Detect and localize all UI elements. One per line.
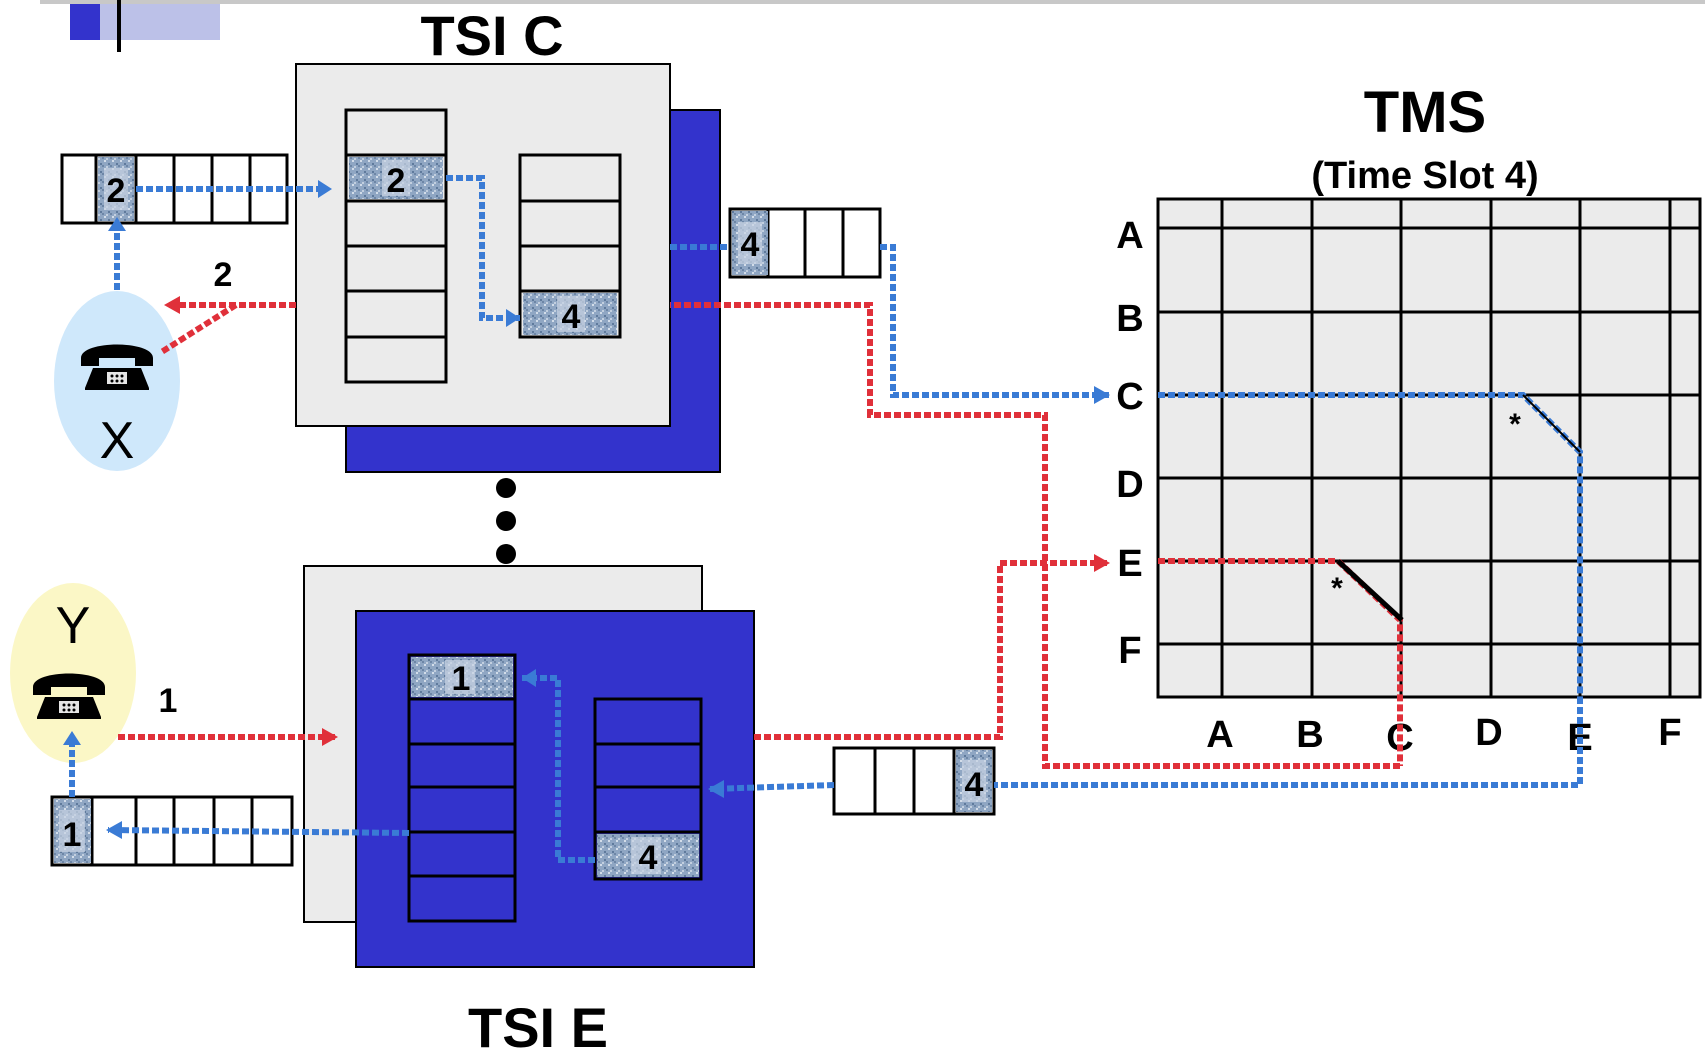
blue-path-tsi-e-internal: [522, 675, 595, 863]
tsi-c-input-memory: [344, 108, 448, 384]
phone-x-frame-slot-label: 2: [107, 172, 126, 210]
tsi-c-output-frame: [728, 207, 882, 279]
phone-x-slot-label: 2: [214, 256, 233, 294]
tms-row-label-d: D: [1116, 464, 1143, 506]
tms-row-label-f: F: [1118, 630, 1141, 672]
telephone-icon: [33, 673, 105, 719]
red-path-tms-to-tsi-c: [670, 302, 1400, 769]
tsi-c-input-slot-label: 2: [387, 162, 406, 200]
tms-row-label-e: E: [1117, 543, 1142, 585]
tsi-e-input-frame: [832, 746, 996, 816]
tms-row-label-c: C: [1116, 376, 1143, 418]
phone-x-name: X: [100, 412, 135, 470]
tms-row-label-a: A: [1116, 215, 1143, 257]
tsi-e-title: TSI E: [468, 996, 608, 1053]
phone-x: X: [54, 291, 180, 471]
phone-y-name: Y: [56, 597, 91, 655]
tsi-e-input-memory: [407, 653, 517, 923]
tms-crosspoint-ce-marker: *: [1509, 408, 1521, 441]
tms-switch-grid: [1156, 197, 1702, 699]
tms-col-label-a: A: [1206, 714, 1233, 756]
tms-col-label-b: B: [1296, 714, 1323, 756]
tsi-c-title: TSI C: [420, 4, 563, 67]
slide-corner-decoration: [40, 0, 1705, 52]
phone-y: Y: [10, 583, 136, 763]
tms-subtitle: (Time Slot 4): [1311, 155, 1538, 197]
tms-crosspoint-ec-accent: [1336, 559, 1404, 622]
red-path-tsi-c-to-x: [158, 302, 296, 356]
blue-path-tsi-e-out: [107, 827, 410, 836]
tsi-c-output-memory: [518, 153, 622, 339]
tsi-e-output-slot-label: 4: [639, 839, 658, 877]
tms-title: TMS: [1364, 80, 1486, 145]
tsi-e-input-frame-slot-label: 4: [965, 766, 984, 804]
tsi-e-output-memory: [593, 697, 703, 881]
phone-y-frame: [50, 795, 294, 867]
path-arrowheads: [63, 180, 1110, 839]
phone-x-frame: [60, 153, 289, 225]
tms-crosspoint-ce-accent: [1522, 394, 1581, 453]
blue-path-tsi-e-in: [709, 782, 835, 792]
telephone-icon: [81, 344, 153, 390]
tsi-c-output-frame-slot-label: 4: [741, 226, 760, 264]
tms-col-label-f: F: [1658, 712, 1681, 754]
blue-path-tsi-c-internal: [446, 175, 520, 321]
tsi-e-input-slot-label: 1: [452, 660, 471, 698]
red-path-tsi-e-out: [754, 560, 1110, 740]
blue-path-to-tms-c: [880, 244, 1110, 398]
phone-y-frame-slot-label: 1: [63, 816, 82, 854]
tsi-c-output-slot-label: 4: [562, 298, 581, 336]
ellipsis-dots: [496, 478, 516, 564]
tms-crosspoint-ec-marker: *: [1331, 572, 1343, 605]
tms-col-label-d: D: [1475, 712, 1502, 754]
tms-row-label-b: B: [1116, 298, 1143, 340]
phone-y-slot-label: 1: [159, 682, 178, 720]
